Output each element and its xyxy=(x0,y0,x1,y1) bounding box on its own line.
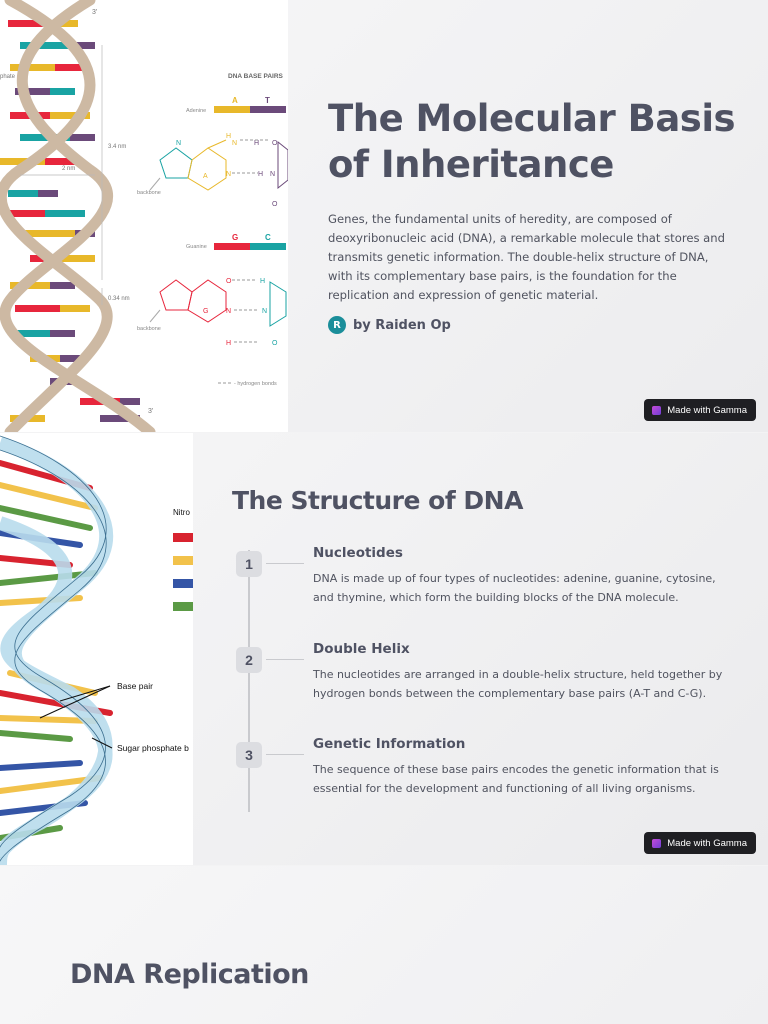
phosphate-label: phate xyxy=(0,74,16,80)
h-atom-3: H xyxy=(258,171,263,178)
a-ring-letter: A xyxy=(203,173,208,180)
slide-structure-of-dna: Base pair Sugar phosphate b Nitro The St… xyxy=(0,433,768,865)
o-atom: O xyxy=(272,140,278,147)
dim-2nm: 2 nm xyxy=(62,166,75,172)
h-atom: H xyxy=(226,133,231,140)
n-atom-6: N xyxy=(262,308,267,315)
g-ring-letter: G xyxy=(203,308,208,315)
annotation-lines xyxy=(39,685,113,749)
guanine-bar xyxy=(214,243,250,250)
dim-0-34nm: 0.34 nm xyxy=(108,296,130,302)
avatar: R xyxy=(328,316,346,334)
o-atom-2: O xyxy=(272,201,278,208)
intro-paragraph: Genes, the fundamental units of heredity… xyxy=(328,212,725,302)
step-description: DNA is made up of four types of nucleoti… xyxy=(313,572,716,604)
page-title: The Molecular Basis of Inheritance xyxy=(328,97,736,186)
made-with-gamma-badge[interactable]: Made with Gamma xyxy=(644,399,756,421)
t-letter: T xyxy=(265,96,270,105)
adenine-label: Adenine xyxy=(186,108,206,114)
dim-3-4nm: 3.4 nm xyxy=(108,144,126,150)
badge-label: Made with Gamma xyxy=(667,404,747,416)
sugar-phosphate-label: Sugar phosphate b xyxy=(117,743,189,753)
step-description: The nucleotides are arranged in a double… xyxy=(313,668,723,700)
legend-swatch-green xyxy=(173,602,193,611)
helix-outline xyxy=(0,435,107,863)
base-pair-label: Base pair xyxy=(117,681,153,691)
c-letter: C xyxy=(265,233,271,242)
badge-label: Made with Gamma xyxy=(667,837,747,849)
n-atom-4: N xyxy=(270,171,275,178)
h-atom-2: H xyxy=(254,140,259,147)
gamma-logo-icon xyxy=(652,405,662,415)
n-atom-5: N xyxy=(226,308,231,315)
step-number: 3 xyxy=(236,742,262,768)
step-connector xyxy=(266,754,304,755)
step-title: Genetic Information xyxy=(313,736,466,752)
n-atom-3: N xyxy=(226,171,231,178)
n-atom-2: N xyxy=(232,140,237,147)
made-with-gamma-badge[interactable]: Made with Gamma xyxy=(644,832,756,854)
step-title: Nucleotides xyxy=(313,545,403,561)
section-title: The Structure of DNA xyxy=(232,486,523,515)
guanine-label: Guanine xyxy=(186,244,207,250)
author-name: by Raiden Op xyxy=(353,317,451,333)
gamma-logo-icon xyxy=(652,838,662,848)
legend-title: Nitro xyxy=(173,508,190,517)
section-title: DNA Replication xyxy=(70,959,309,990)
thymine-bar xyxy=(250,106,286,113)
adenine-thymine-molecule xyxy=(149,139,288,191)
author-byline: R by Raiden Op xyxy=(328,316,451,334)
step-description: The sequence of these base pairs encodes… xyxy=(313,763,719,795)
backbone-label: backbone xyxy=(137,190,161,196)
o-atom-4: O xyxy=(272,340,278,347)
dna-base-pairs-figure: 3.4 nm 2 nm 0.34 nm 3' 3' phate DNA BASE… xyxy=(0,0,288,432)
timeline-line xyxy=(248,550,250,812)
a-letter: A xyxy=(232,96,238,105)
step-number: 1 xyxy=(236,551,262,577)
h-atom-5: H xyxy=(226,340,231,347)
helix-backbone xyxy=(0,0,156,432)
hydrogen-bonds-label: - hydrogen bonds xyxy=(234,381,277,387)
step-number: 2 xyxy=(236,647,262,673)
double-helix-figure: Base pair Sugar phosphate b Nitro xyxy=(0,433,193,865)
legend-swatch-yellow xyxy=(173,556,193,565)
cytosine-bar xyxy=(250,243,286,250)
dna-helix-diagram: 3.4 nm 2 nm 0.34 nm 3' 3' phate DNA BASE… xyxy=(0,0,288,432)
backbone-label-2: backbone xyxy=(137,326,161,332)
step-connector xyxy=(266,659,304,660)
step-connector xyxy=(266,563,304,564)
base-pairs-heading: DNA BASE PAIRS xyxy=(228,73,284,80)
three-prime-label: 3' xyxy=(148,408,153,415)
legend-swatch-red xyxy=(173,533,193,542)
guanine-cytosine-molecule xyxy=(149,279,287,384)
adenine-bar xyxy=(214,106,250,113)
g-letter: G xyxy=(232,233,238,242)
slide-dna-replication: DNA Replication xyxy=(0,866,768,1024)
n-atom: N xyxy=(176,140,181,147)
double-helix-diagram: Base pair Sugar phosphate b Nitro xyxy=(0,435,193,865)
dimension-markers xyxy=(20,45,103,305)
step-title: Double Helix xyxy=(313,641,410,657)
o-atom-3: O xyxy=(226,278,232,285)
slide-molecular-basis: 3.4 nm 2 nm 0.34 nm 3' 3' phate DNA BASE… xyxy=(0,0,768,432)
h-atom-4: H xyxy=(260,278,265,285)
five-prime-label: 3' xyxy=(92,9,97,16)
legend-swatch-blue xyxy=(173,579,193,588)
